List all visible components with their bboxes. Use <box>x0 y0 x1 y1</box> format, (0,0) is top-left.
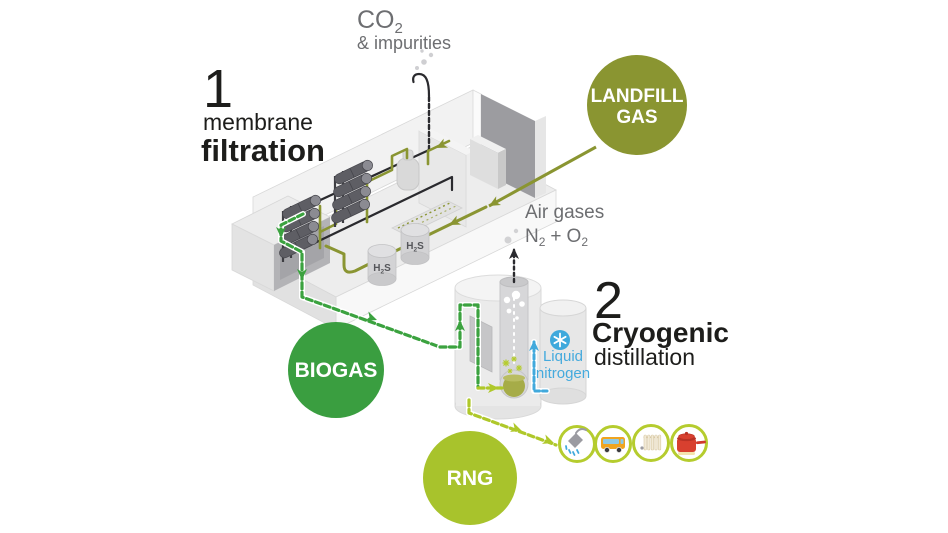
membrane-filtration-building <box>231 89 557 330</box>
vent-bubble <box>504 236 512 244</box>
end-use-cooking <box>670 424 708 462</box>
nitrogen-tank-bottom <box>539 387 587 405</box>
stage2-line2: distillation <box>594 344 695 370</box>
liquid-nitrogen-assembly: Liquid nitrogen <box>529 299 590 405</box>
black-pipe-lower <box>298 175 454 252</box>
biogas-circle <box>288 322 384 418</box>
liquid-pool-surface <box>503 374 525 382</box>
shower-icon <box>565 428 587 456</box>
biogas-node: BIOGAS <box>288 322 384 418</box>
landfill-gas-node: LANDFILL GAS <box>486 55 687 211</box>
liquid-nitrogen-label-2: nitrogen <box>536 365 590 382</box>
landfill-feed-line <box>488 145 597 208</box>
co2-gooseneck-vent <box>412 72 431 98</box>
air-gases-line1: Air gases <box>525 202 604 223</box>
raw-gas-piping <box>318 138 488 274</box>
biomethane-pipe <box>276 211 443 350</box>
rng-product-pipe <box>466 397 559 448</box>
olive-vessel-feed <box>365 147 409 184</box>
co2-formula: CO2 <box>357 6 403 37</box>
stage2-number: 2 <box>594 272 623 330</box>
radiator-icon <box>640 434 662 451</box>
snowflake-glyph <box>553 332 567 348</box>
landfill-gas-label-1: LANDFILL <box>591 86 684 107</box>
stage1-heading: 1 membrane filtration <box>201 59 325 168</box>
equipment-box-front <box>470 139 498 189</box>
end-use-heating <box>632 424 670 462</box>
cryogenic-unit: Liquid nitrogen Air gases N2+O2 2 Cryoge… <box>437 202 729 420</box>
end-use-transport <box>594 425 632 463</box>
stage1-line2: filtration <box>201 133 325 168</box>
stage1-number: 1 <box>203 59 233 119</box>
co2-annotation: CO2 & impurities <box>357 6 451 53</box>
air-gases-annotation: Air gases N2+O2 <box>525 202 604 249</box>
right-wall-outer <box>535 116 546 198</box>
cryo-serpentine <box>437 302 504 393</box>
co2-bubbles <box>415 49 434 70</box>
nitrogen-tank-top <box>539 299 587 317</box>
h2s-tank-rear: H2S <box>400 223 430 265</box>
stage2-line1: Cryogenic <box>592 317 729 348</box>
landfill-gas-label-2: GAS <box>616 107 657 128</box>
air-gases-vent <box>504 228 519 284</box>
equipment-box-top <box>470 135 506 153</box>
column-bubbles <box>503 290 525 320</box>
co2-impurities: & impurities <box>357 33 451 53</box>
liquid-nitrogen-label-1: Liquid <box>543 348 583 365</box>
bus-icon <box>601 437 625 453</box>
rng-node: RNG <box>423 431 517 525</box>
h2s-tank-front: H2S <box>367 244 397 286</box>
rng-label: RNG <box>447 467 494 490</box>
cooking-pot-icon <box>677 431 706 455</box>
h2s-removal-tanks: H2S H2S <box>367 223 430 286</box>
vent-bubble-2 <box>513 228 519 234</box>
stage1-line1: membrane <box>203 109 313 135</box>
nitrogen-tank-body <box>539 307 587 397</box>
end-use-shower <box>558 425 596 463</box>
process-vessel <box>396 157 420 191</box>
biogas-label: BIOGAS <box>295 359 378 382</box>
end-use-icons <box>558 424 708 463</box>
landfill-gas-circle <box>587 55 687 155</box>
h2s-label-rear: H2S <box>406 241 424 254</box>
air-gases-line2: N2+O2 <box>525 226 588 249</box>
stage2-heading: 2 Cryogenic distillation <box>592 272 729 370</box>
rng-circle <box>423 431 517 525</box>
h2s-label-front: H2S <box>373 263 391 276</box>
equipment-box-side <box>498 149 506 189</box>
olive-apron-run <box>324 205 488 274</box>
